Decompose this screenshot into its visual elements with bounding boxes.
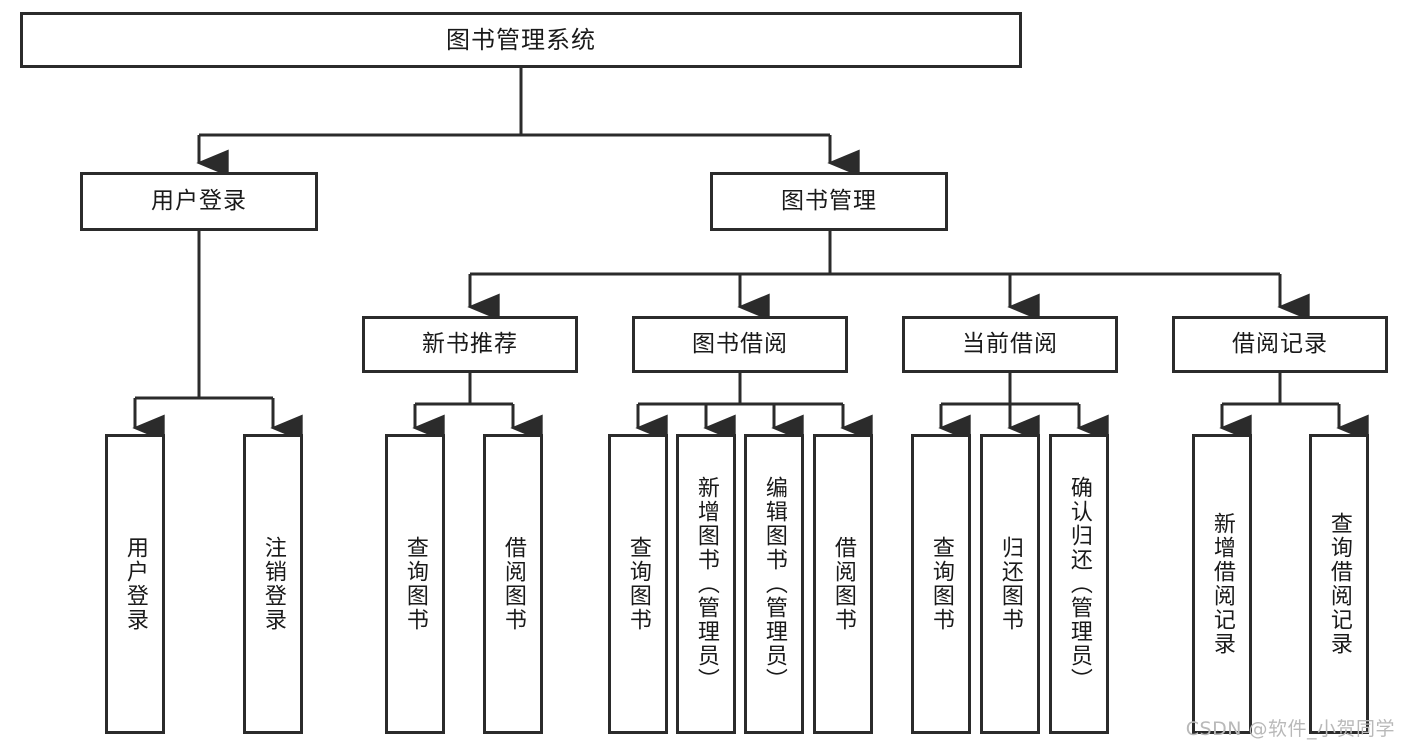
node-leaf-query-book-recommend[interactable]: 查询图书 — [385, 434, 445, 734]
node-root-book-management-system[interactable]: 图书管理系统 — [20, 12, 1022, 68]
node-label: 图书管理 — [781, 187, 877, 214]
node-label: 用户登录 — [122, 536, 148, 632]
node-book-borrow[interactable]: 图书借阅 — [632, 316, 848, 373]
node-label: 用户登录 — [151, 187, 247, 214]
node-new-book-recommend[interactable]: 新书推荐 — [362, 316, 578, 373]
node-leaf-logout[interactable]: 注销登录 — [243, 434, 303, 734]
node-label: 图书借阅 — [692, 330, 788, 357]
node-label: 新增图书（管理员） — [693, 476, 719, 692]
node-leaf-query-book-current[interactable]: 查询图书 — [911, 434, 971, 734]
node-label: 当前借阅 — [962, 330, 1058, 357]
node-leaf-query-book-borrow[interactable]: 查询图书 — [608, 434, 668, 734]
node-label: 查询借阅记录 — [1326, 512, 1352, 656]
node-label: 新增借阅记录 — [1209, 512, 1235, 656]
node-label: 借阅图书 — [830, 536, 856, 632]
node-leaf-edit-book-admin[interactable]: 编辑图书（管理员） — [744, 434, 804, 734]
node-leaf-add-book-admin[interactable]: 新增图书（管理员） — [676, 434, 736, 734]
node-label: 确认归还（管理员） — [1066, 476, 1092, 692]
node-borrow-record[interactable]: 借阅记录 — [1172, 316, 1388, 373]
node-label: 图书管理系统 — [446, 25, 596, 54]
node-leaf-user-login[interactable]: 用户登录 — [105, 434, 165, 734]
node-label: 新书推荐 — [422, 330, 518, 357]
node-leaf-return-book[interactable]: 归还图书 — [980, 434, 1040, 734]
watermark: CSDN @软件_小贺同学 — [1185, 718, 1395, 740]
node-label: 查询图书 — [928, 536, 954, 632]
node-label: 借阅图书 — [500, 536, 526, 632]
node-user-login[interactable]: 用户登录 — [80, 172, 318, 231]
node-label: 编辑图书（管理员） — [761, 476, 787, 692]
node-label: 归还图书 — [997, 536, 1023, 632]
node-label: 注销登录 — [260, 536, 286, 632]
node-leaf-borrow-book[interactable]: 借阅图书 — [813, 434, 873, 734]
node-leaf-add-borrow-record[interactable]: 新增借阅记录 — [1192, 434, 1252, 734]
node-book-management[interactable]: 图书管理 — [710, 172, 948, 231]
node-label: 查询图书 — [625, 536, 651, 632]
node-label: 查询图书 — [402, 536, 428, 632]
node-current-borrow[interactable]: 当前借阅 — [902, 316, 1118, 373]
node-label: 借阅记录 — [1232, 330, 1328, 357]
node-leaf-confirm-return-admin[interactable]: 确认归还（管理员） — [1049, 434, 1109, 734]
node-leaf-query-borrow-record[interactable]: 查询借阅记录 — [1309, 434, 1369, 734]
node-leaf-borrow-book-recommend[interactable]: 借阅图书 — [483, 434, 543, 734]
